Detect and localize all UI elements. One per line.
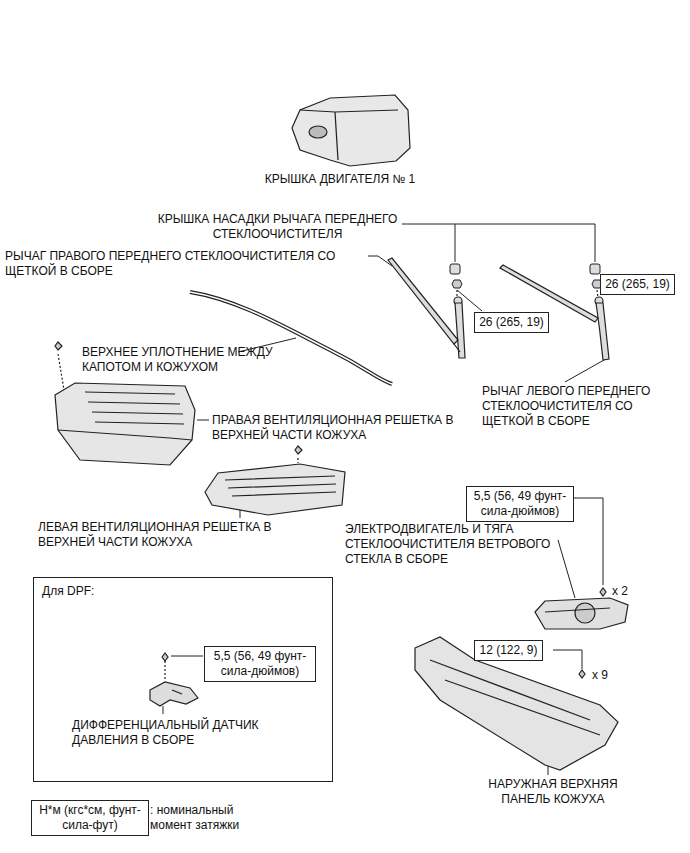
outer-cowl-panel (430, 660, 600, 735)
part-name: НАРУЖНАЯ ВЕРХНЯЯ ПАНЕЛЬ КОЖУХА (478, 777, 628, 807)
torque-value: 5,5 (56, 49 фунт-сила-дюймов) (471, 489, 569, 519)
left-cowl-grille (205, 464, 345, 515)
part-name: ЛЕВАЯ ВЕНТИЛЯЦИОННАЯ РЕШЕТКА В ВЕРХНЕЙ Ч… (38, 520, 298, 550)
right-cowl-grille (58, 430, 192, 440)
leader-line (573, 498, 603, 585)
leader-line (197, 420, 209, 421)
pressure-sensor (150, 682, 198, 706)
outer-cowl-panel (415, 637, 618, 770)
part-name: КРЫШКА НАСАДКИ РЫЧАГА ПЕРЕДНЕГО СТЕКЛООЧ… (155, 212, 400, 242)
right-cowl-grille (55, 342, 62, 350)
left-cowl-grille (225, 476, 336, 496)
arm-head-cap (450, 264, 460, 274)
hood-seal (190, 292, 392, 384)
wiper-motor-link (545, 608, 610, 612)
torque-value: 26 (265, 19) (605, 277, 670, 292)
hood-seal (190, 292, 392, 384)
part-name: РЫЧАГ ПРАВОГО ПЕРЕДНЕГО СТЕКЛООЧИСТИТЕЛЯ… (5, 249, 367, 279)
outer-cowl-panel (415, 637, 618, 770)
part-name: ВЕРХНЕЕ УПЛОТНЕНИЕ МЕЖДУ КАПОТОМ И КОЖУХ… (82, 345, 282, 375)
torque-value: 5,5 (56, 49 фунт-сила-дюймов) (209, 649, 311, 679)
leader-line (455, 224, 456, 262)
part-name: ДИФФЕРЕНЦИАЛЬНЫЙ ДАТЧИК ДАВЛЕНИЯ В СБОРЕ (72, 718, 302, 748)
engine-cover (335, 112, 338, 160)
variant-frame: Для DPF: ДИФФЕРЕНЦИАЛЬНЫЙ ДАТЧИК ДАВЛЕНИЯ… (33, 577, 333, 782)
torque-spec-box: 5,5 (56, 49 фунт-сила-дюймов) (466, 486, 574, 522)
nut (452, 280, 462, 288)
pressure-sensor (162, 653, 168, 661)
right-wiper-arm (454, 344, 460, 352)
arm-head-cap (590, 264, 600, 274)
part-name: ПРАВАЯ ВЕНТИЛЯЦИОННАЯ РЕШЕТКА В ВЕРХНЕЙ … (212, 413, 474, 443)
part-name: РЫЧАГ ЛЕВОГО ПЕРЕДНЕГО СТЕКЛООЧИСТИТЕЛЯ … (482, 384, 686, 429)
torque-value: Н*м (кгс*см, фунт-сила-фут) (36, 803, 144, 833)
frame-heading: Для DPF: (42, 584, 94, 599)
engine-cover (292, 95, 410, 166)
hood-seal (190, 292, 392, 384)
leader-line (402, 224, 595, 262)
left-cowl-grille (295, 446, 302, 454)
leader-line (565, 360, 604, 382)
torque-spec-box: 5,5 (56, 49 фунт-сила-дюймов) (204, 646, 316, 682)
torque-legend-box: Н*м (кгс*см, фунт-сила-фут) (31, 800, 149, 836)
right-cowl-grille (55, 383, 195, 465)
pressure-sensor (164, 661, 165, 680)
right-wiper-arm (388, 258, 465, 358)
leader-line (171, 656, 203, 657)
engine-cover (300, 110, 398, 112)
part-name: КРЫШКА ДВИГАТЕЛЯ № 1 (250, 172, 430, 187)
left-wiper-arm (596, 303, 609, 360)
leader-line (553, 650, 582, 669)
leader-line (558, 540, 575, 598)
arm-head-cap (450, 264, 600, 274)
pressure-sensor (150, 653, 198, 706)
quantity: x 9 (592, 668, 632, 683)
wiper-motor-link (600, 588, 606, 596)
pressure-sensor (172, 690, 182, 694)
engine-cover (292, 95, 410, 166)
left-cowl-grille (297, 458, 298, 463)
part-name: ЭЛЕКТРОДВИГАТЕЛЬ И ТЯГА СТЕКЛООЧИСТИТЕЛЯ… (345, 522, 555, 567)
legend-text: : номинальный момент затяжки (150, 803, 275, 833)
engine-cover (309, 126, 327, 138)
wiper-motor-link (535, 598, 628, 629)
torque-value: 26 (265, 19) (479, 315, 544, 330)
torque-spec-box: 26 (265, 19) (600, 274, 675, 295)
right-wiper-arm (455, 303, 465, 358)
leader-line (163, 706, 164, 714)
outer-cowl-panel (579, 670, 585, 678)
right-wiper-arm (388, 258, 458, 344)
torque-value: 12 (122, 9) (479, 643, 538, 658)
right-cowl-grille (58, 354, 64, 390)
wiper-motor-link (575, 603, 595, 623)
torque-spec-box: 26 (265, 19) (474, 312, 549, 333)
left-cowl-grille (205, 446, 345, 515)
torque-spec-box: 12 (122, 9) (474, 640, 543, 661)
quantity: x 2 (612, 584, 652, 599)
right-cowl-grille (85, 392, 184, 424)
